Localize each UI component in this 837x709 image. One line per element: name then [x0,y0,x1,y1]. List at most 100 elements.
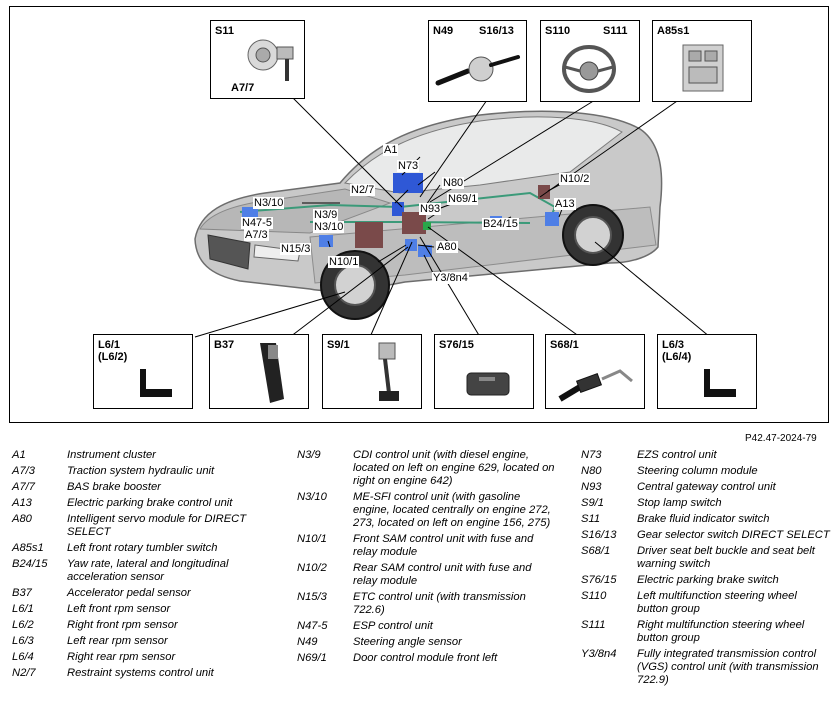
legend-code: S11 [581,513,601,525]
callout-s11: S11 A7/7 [210,20,305,99]
legend-item: L6/1 Left front rpm sensor [12,603,274,616]
steering-column-switch-icon [435,55,520,86]
seat-belt-buckle-icon [558,369,633,402]
legend-item: N15/3 ETC control unit (with transmission… [297,591,555,617]
tag-n73: N73 [397,160,420,172]
legend-description: CDI control unit (with diesel engine, lo… [353,449,555,487]
legend-description: Right multifunction steering wheel butto… [637,619,805,644]
module-n310 [355,222,383,248]
legend-code: L6/1 [12,603,34,615]
legend-code: A85s1 [12,542,44,554]
label-s681: S68/1 [550,339,579,351]
tag-n80: N80 [442,177,465,189]
legend-code: S111 [581,619,606,631]
label-l61: L6/1 (L6/2) [98,339,128,363]
legend-description: Front SAM control unit with fuse and rel… [353,533,534,558]
legend-description: Fully integrated transmission control (V… [637,648,819,686]
legend-description: Left front rpm sensor [67,603,171,615]
legend-code: Y3/8n4 [581,648,617,660]
label-s11: S11 [215,25,234,37]
legend-code: N80 [581,465,602,477]
legend-code: N3/9 [297,449,321,461]
legend-code: N69/1 [297,652,327,664]
callout-s110: S110 S111 [540,20,640,102]
legend-item: S11 Brake fluid indicator switch [581,513,831,526]
callout-s681: S68/1 [545,334,645,409]
legend-item: S68/1 Driver seat belt buckle and seat be… [581,545,831,571]
legend-description: Central gateway control unit [637,481,776,493]
tag-n27: N2/7 [350,184,376,196]
brake-pedal-icon [378,342,399,401]
accelerator-pedal-icon [260,343,284,403]
legend-code: S68/1 [581,545,611,557]
legend-description: Restraint systems control unit [67,667,214,679]
brake-booster-icon [247,39,294,81]
legend-description: Steering column module [637,465,758,477]
legend-description: Electric parking brake switch [637,574,779,586]
legend-item: L6/2 Right front rpm sensor [12,619,274,632]
legend-item: N80 Steering column module [581,465,831,478]
legend-item: N3/9 CDI control unit (with diesel engine… [297,449,555,488]
legend-description: Right front rpm sensor [67,619,178,631]
legend-description: EZS control unit [637,449,717,461]
module-n153 [319,235,333,247]
legend-code: B24/15 [12,558,48,570]
label-s110: S110 [545,25,571,37]
callout-l63: L6/3 (L6/4) [657,334,757,409]
car-grille [207,234,251,270]
legend-code: L6/3 [12,635,34,647]
legend-code: B37 [12,587,32,599]
legend-code: L6/2 [12,619,34,631]
label-s7615: S76/15 [439,339,474,351]
tag-a13: A13 [554,198,576,210]
tag-a73: A7/3 [244,229,269,241]
label-n49: N49 [433,25,454,37]
callout-l61: L6/1 (L6/2) [93,334,193,409]
legend-description: BAS brake booster [67,481,161,493]
legend-description: Steering angle sensor [353,636,462,648]
front-rim [334,264,376,306]
legend-item: A85s1 Left front rotary tumbler switch [12,542,274,555]
label-s1613: S16/13 [479,25,514,37]
legend-code: N2/7 [12,667,36,679]
legend-description: Left front rotary tumbler switch [67,542,218,554]
legend-code: N93 [581,481,602,493]
legend-description: Driver seat belt buckle and seat belt wa… [637,545,815,570]
legend-description: ME-SFI control unit (with gasoline engin… [353,491,551,529]
tag-a80: A80 [436,241,458,253]
legend-description: Gear selector switch DIRECT SELECT [637,529,830,541]
legend-code: A80 [12,513,32,525]
legend-item: Y3/8n4 Fully integrated transmission cont… [581,648,831,687]
rotary-switch-icon [682,44,724,92]
tag-n39: N3/9 [313,209,339,221]
legend-code: N15/3 [297,591,327,603]
label-a85s1: A85s1 [657,25,690,37]
legend-description: ETC control unit (with transmission 722.… [353,591,526,616]
legend-description: Accelerator pedal sensor [67,587,191,599]
rear-rim [574,216,612,254]
tag-y38n4: Y3/8n4 [432,272,469,284]
label-a77: A7/7 [231,82,255,94]
legend-description: Rear SAM control unit with fuse and rela… [353,562,532,587]
legend-code: N47-5 [297,620,328,632]
legend-code: A1 [12,449,26,461]
legend-description: Brake fluid indicator switch [637,513,770,525]
rpm-sensor-icon [140,369,172,397]
module-a13 [545,212,559,226]
legend-description: Electric parking brake control unit [67,497,233,509]
tag-n102: N10/2 [559,173,591,185]
rpm-sensor-rear-icon [704,369,736,397]
